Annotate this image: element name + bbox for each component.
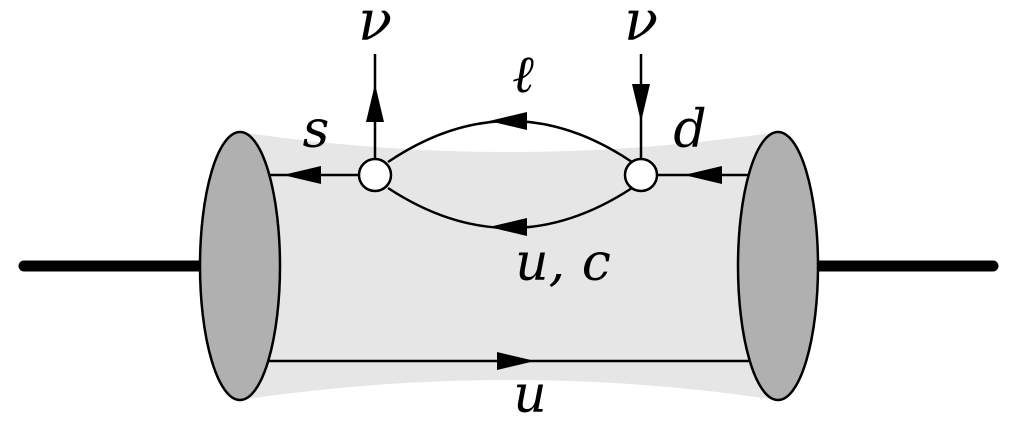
label-nu-left: ν [358, 0, 392, 54]
label-lepton: ℓ [512, 45, 534, 105]
label-nu-right: ν [624, 0, 658, 54]
right-vertex [623, 157, 659, 193]
neutrino-right-arrow [632, 84, 650, 122]
left-vertex [357, 157, 393, 193]
neutrino-left-arrow [366, 84, 384, 122]
spectator-arrow [497, 352, 535, 370]
s-quark-arrow [283, 166, 321, 184]
right-hadron-blob [736, 130, 820, 402]
hadron-tube [240, 132, 778, 400]
left-hadron-blob [198, 130, 282, 402]
label-s-quark: s [303, 100, 330, 160]
label-loop-quark: u, c [515, 233, 611, 293]
d-quark-arrow [684, 166, 722, 184]
quark-loop-arrow [489, 218, 527, 236]
lepton-arrow [489, 112, 527, 130]
label-d-quark: d [673, 100, 706, 160]
label-spectator-quark: u [513, 365, 547, 425]
